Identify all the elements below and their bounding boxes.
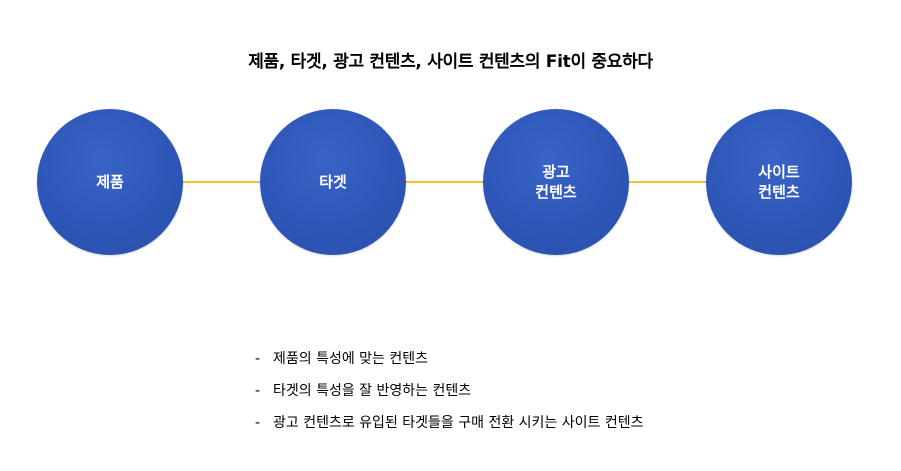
node-ad-content: 광고 컨텐츠 bbox=[483, 109, 629, 255]
connector-3-4 bbox=[628, 181, 708, 183]
connector-1-2 bbox=[182, 181, 262, 183]
node-target: 타겟 bbox=[260, 109, 406, 255]
slide-title: 제품, 타겟, 광고 컨텐츠, 사이트 컨텐츠의 Fit이 중요하다 bbox=[248, 52, 653, 72]
node-product: 제품 bbox=[37, 109, 183, 255]
node-label-ad-content: 광고 컨텐츠 bbox=[535, 163, 577, 201]
note-bullet: - bbox=[255, 383, 261, 399]
node-label-target: 타겟 bbox=[319, 173, 347, 191]
note-text: 광고 컨텐츠로 유입된 타겟들을 구매 전환 시키는 사이트 컨텐츠 bbox=[273, 415, 644, 431]
note-bullet: - bbox=[255, 415, 261, 431]
note-text: 타겟의 특성을 잘 반영하는 컨텐츠 bbox=[273, 383, 472, 399]
connector-2-3 bbox=[405, 181, 485, 183]
node-site-content: 사이트 컨텐츠 bbox=[706, 109, 852, 255]
node-label-product: 제품 bbox=[96, 173, 124, 191]
note-bullet: - bbox=[255, 351, 261, 367]
note-text: 제품의 특성에 맞는 컨텐츠 bbox=[273, 351, 429, 367]
note-item: - 광고 컨텐츠로 유입된 타겟들을 구매 전환 시키는 사이트 컨텐츠 bbox=[255, 414, 643, 433]
note-item: - 제품의 특성에 맞는 컨텐츠 bbox=[255, 350, 643, 369]
node-label-site-content: 사이트 컨텐츠 bbox=[758, 163, 800, 201]
note-item: - 타겟의 특성을 잘 반영하는 컨텐츠 bbox=[255, 382, 643, 401]
notes-list: - 제품의 특성에 맞는 컨텐츠 - 타겟의 특성을 잘 반영하는 컨텐츠 - … bbox=[255, 350, 643, 446]
